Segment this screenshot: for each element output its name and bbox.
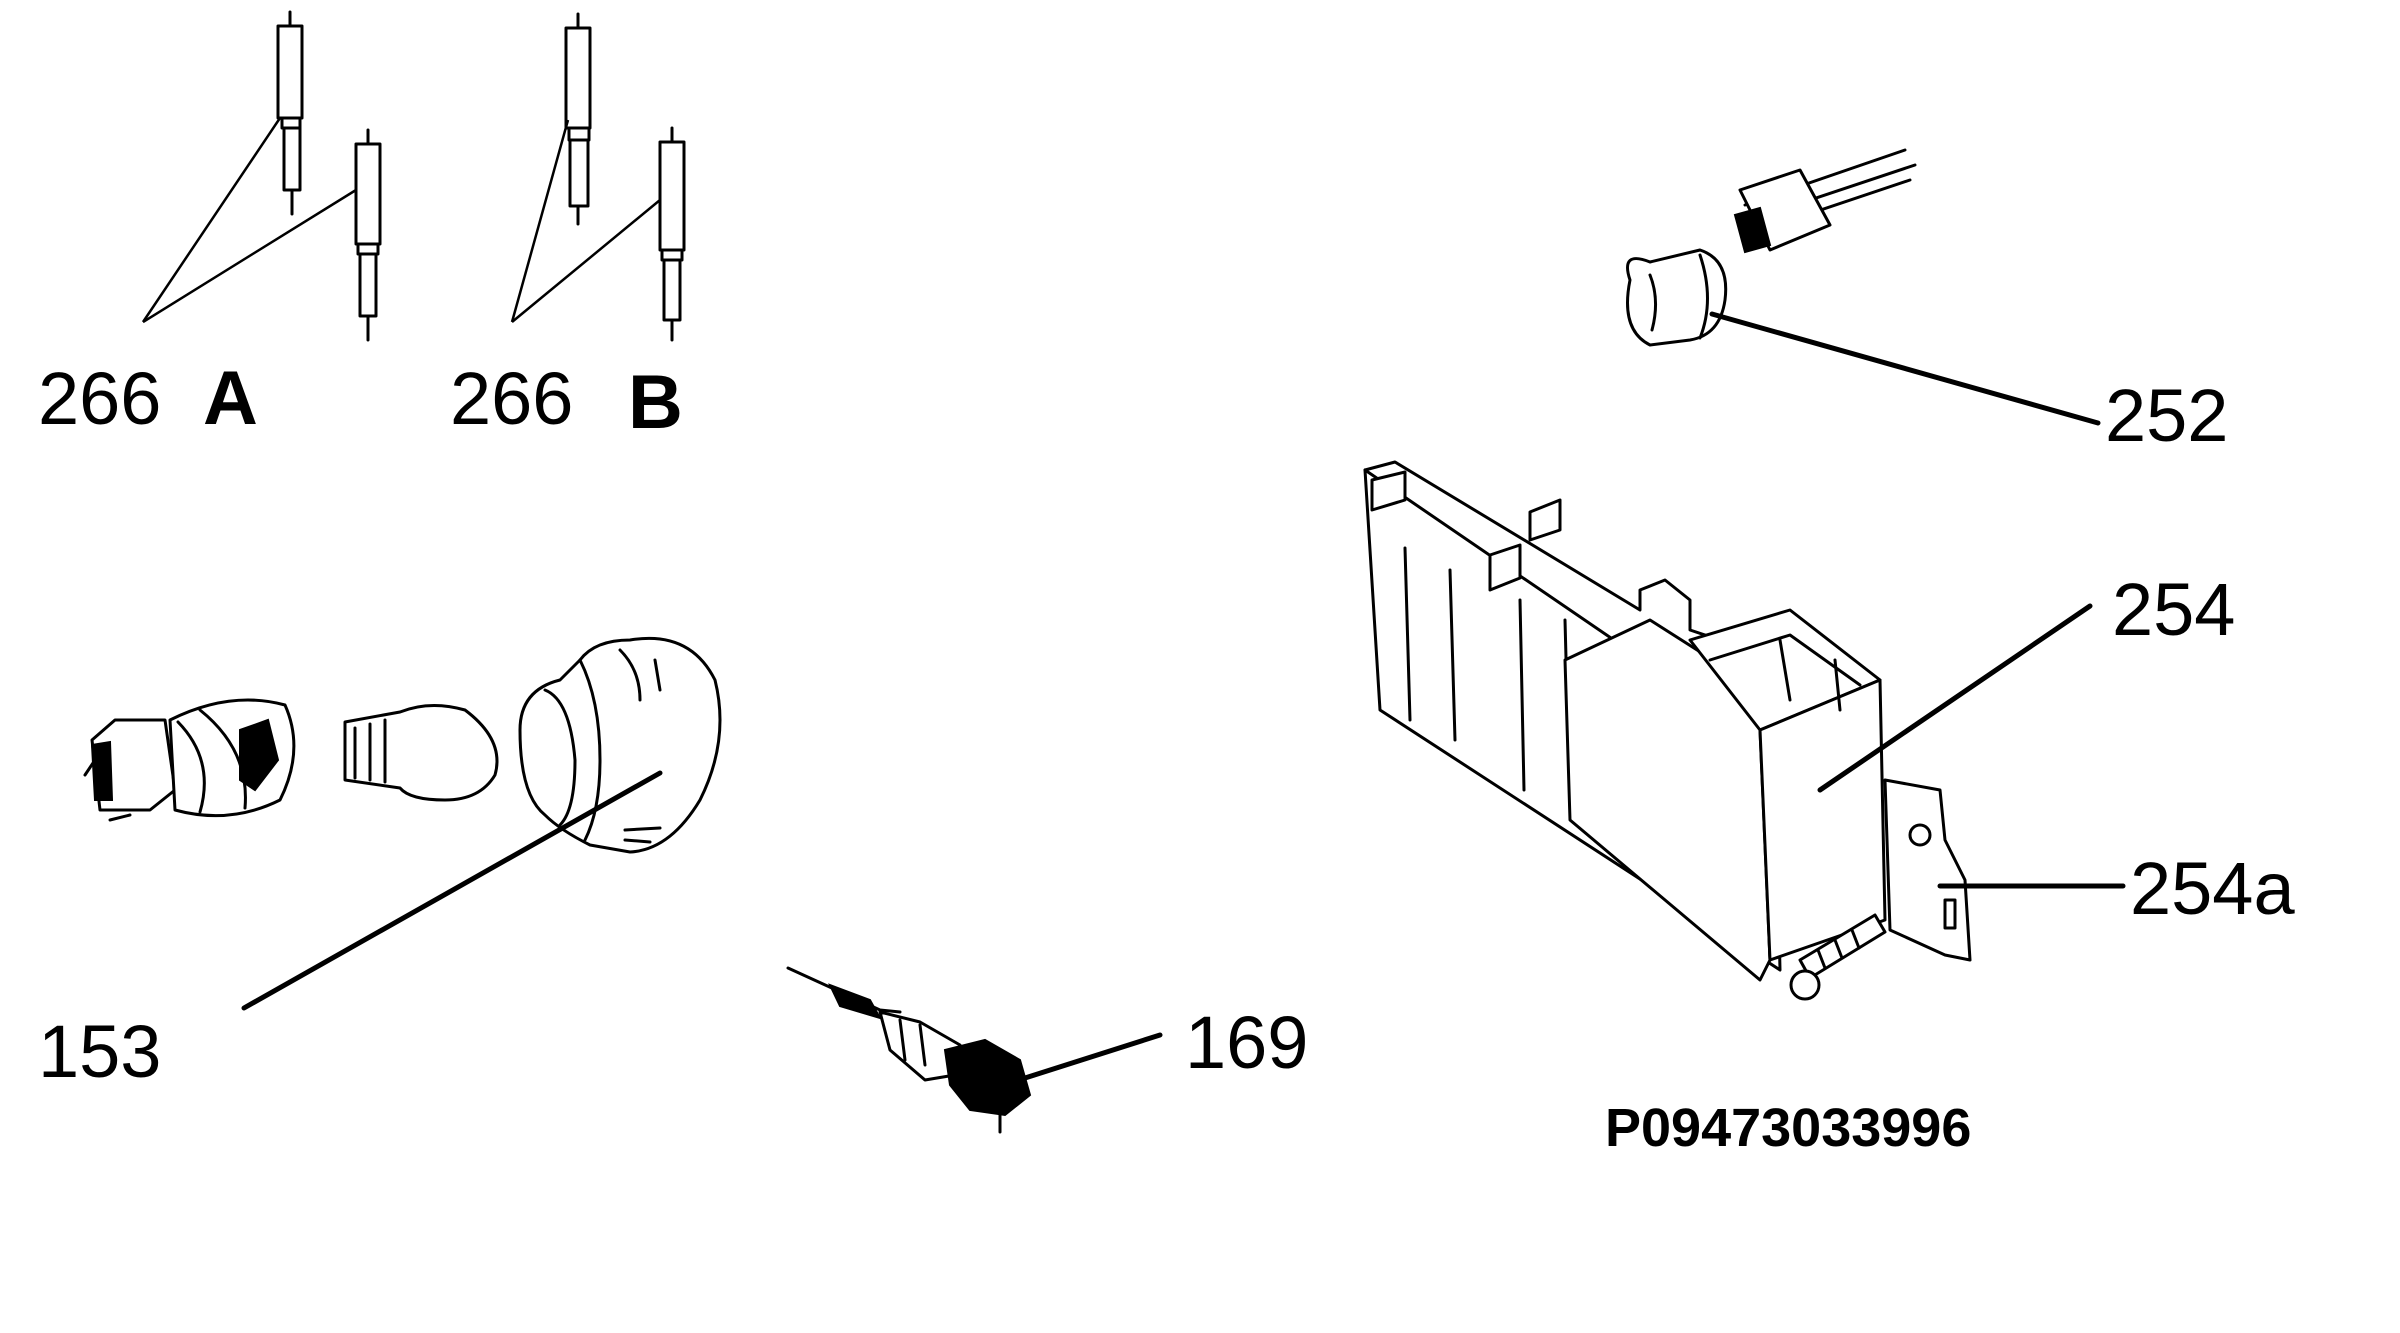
label-266a-number: 266 (38, 357, 161, 440)
part-label-153: 153 (38, 1010, 161, 1093)
part-266a-electrodes (141, 10, 382, 342)
part-153-lamp-assembly (83, 636, 722, 1011)
part-266b-electrodes (510, 12, 686, 342)
part-label-254: 254 (2112, 568, 2235, 651)
part-label-169: 169 (1185, 1001, 1308, 1084)
part-label-252: 252 (2105, 374, 2228, 457)
label-266a-letter: A (203, 356, 258, 441)
part-254-ignition-module (1363, 460, 2126, 1001)
diagram-code: P09473033996 (1605, 1098, 1971, 1158)
part-label-266b: 266 B (450, 357, 683, 445)
part-252-connector (1626, 148, 2101, 426)
part-label-266a: 266 A (38, 356, 258, 441)
part-169-thermocouple (786, 966, 1163, 1134)
label-266b-letter: B (628, 360, 683, 445)
part-label-254a: 254a (2130, 847, 2295, 930)
label-266b-number: 266 (450, 357, 573, 440)
